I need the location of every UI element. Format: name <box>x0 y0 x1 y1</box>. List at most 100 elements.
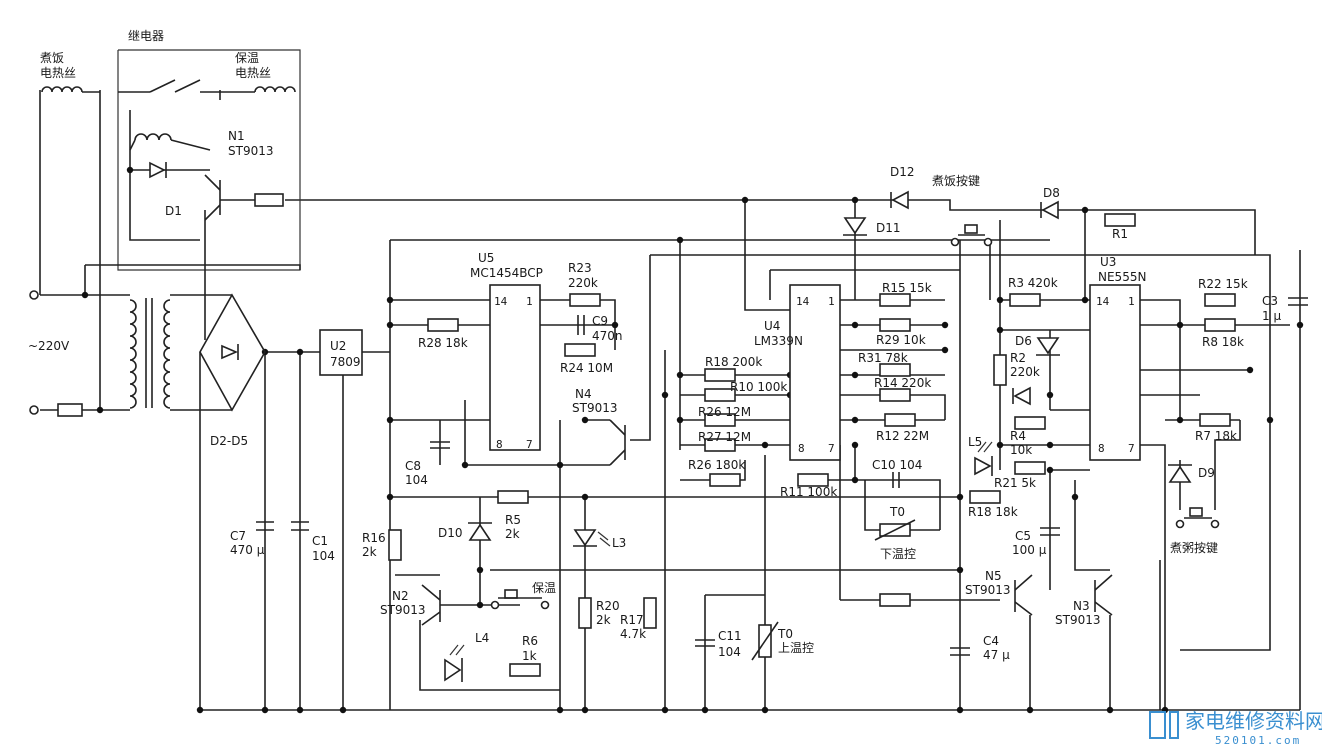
resistor-r24 <box>564 343 596 357</box>
label-c5-2: 100 μ <box>1012 543 1047 557</box>
label-t0-low-2: 下温控 <box>880 547 916 561</box>
label-r3: R3 420k <box>1008 276 1058 290</box>
label-r23-2: 220k <box>568 276 598 290</box>
diode-d12 <box>890 190 909 210</box>
u3-pin-14: 14 <box>1096 295 1110 308</box>
label-c11-2: 104 <box>718 645 741 659</box>
led-l3 <box>573 529 611 547</box>
ic-u4 <box>789 284 841 461</box>
label-r31: R31 78k <box>858 351 908 365</box>
transistor-n1 <box>204 174 255 221</box>
label-r15: R15 15k <box>882 281 932 295</box>
label-r17-2: 4.7k <box>620 627 646 641</box>
capacitor-c9 <box>577 315 585 335</box>
transistor-n3 <box>1094 574 1113 616</box>
label-u5-1: U5 <box>478 251 494 265</box>
label-t0-low-1: T0 <box>889 505 905 519</box>
label-c11-1: C11 <box>718 629 742 643</box>
label-r11: R11 100k <box>780 485 837 499</box>
capacitor-c8 <box>430 441 450 449</box>
label-cook-key: 煮饭按键 <box>932 174 980 188</box>
watermark-url: 520101.com <box>1215 734 1301 747</box>
label-c8-1: C8 <box>405 459 421 473</box>
label-r4-2: 10k <box>1010 443 1032 457</box>
diode-d8 <box>1040 200 1059 220</box>
label-r4-1: R4 <box>1010 429 1026 443</box>
label-l3: L3 <box>612 536 626 550</box>
label-d9: D9 <box>1198 466 1215 480</box>
label-c5-1: C5 <box>1015 529 1031 543</box>
junctions <box>81 166 1304 714</box>
label-r14: R14 220k <box>874 376 931 390</box>
label-n1-1: N1 <box>228 129 245 143</box>
resistor-r17 <box>643 597 657 629</box>
label-n5-2: ST9013 <box>965 583 1011 597</box>
label-d10: D10 <box>438 526 463 540</box>
transformer <box>129 298 171 409</box>
label-r23-1: R23 <box>568 261 592 275</box>
resistor-r22 <box>1204 293 1236 307</box>
label-r6-1: R6 <box>522 634 538 648</box>
labels: 继电器 煮饭 电热丝 保温 电热丝 N1 ST9013 D1 ~220V D2-… <box>28 29 1281 663</box>
resistor-r31 <box>879 363 911 377</box>
label-u4-1: U4 <box>764 319 780 333</box>
diode-d6 <box>1036 337 1060 356</box>
heater-warm <box>225 86 296 93</box>
label-t0-high-2: 上温控 <box>778 641 814 655</box>
label-c1-1: C1 <box>312 534 328 548</box>
resistor-r6 <box>509 663 541 677</box>
label-n1-2: ST9013 <box>228 144 274 158</box>
u5-pin-1: 1 <box>526 295 533 308</box>
resistor-r20 <box>578 597 592 629</box>
porridge-key-switch <box>1175 507 1220 529</box>
label-u4-2: LM339N <box>754 334 803 348</box>
u3-pin-8: 8 <box>1098 442 1105 455</box>
label-r10: R10 100k <box>730 380 787 394</box>
label-c4-1: C4 <box>983 634 999 648</box>
label-porridge-key: 煮粥按键 <box>1170 541 1218 555</box>
label-r26b: R26 180k <box>688 458 745 472</box>
label-relay: 继电器 <box>128 29 164 43</box>
cook-key-switch <box>950 224 993 247</box>
label-r16-2: 2k <box>362 545 377 559</box>
label-d12: D12 <box>890 165 915 179</box>
relay-coil <box>129 133 211 151</box>
label-c7-2: 470 μ <box>230 543 265 557</box>
label-warm-heater-1: 保温 <box>235 51 259 65</box>
resistor-r29 <box>879 318 911 332</box>
transistor-n5 <box>1014 574 1033 616</box>
label-c8-2: 104 <box>405 473 428 487</box>
resistor-r3 <box>1009 293 1041 307</box>
label-r22: R22 15k <box>1198 277 1248 291</box>
label-r8: R8 18k <box>1202 335 1244 349</box>
resistor-r5 <box>497 490 529 504</box>
label-c4-2: 47 μ <box>983 648 1010 662</box>
resistor-r11 <box>797 473 829 487</box>
u4-pin-8: 8 <box>798 442 805 455</box>
label-r2-1: R2 <box>1010 351 1026 365</box>
label-n4-1: N4 <box>575 387 592 401</box>
resistor-n1-base <box>254 193 284 207</box>
label-r17-1: R17 <box>620 613 644 627</box>
led-l4 <box>444 644 465 682</box>
resistor-r15 <box>879 293 911 307</box>
diode-d11 <box>843 217 867 236</box>
label-ac: ~220V <box>28 339 70 353</box>
label-u3-1: U3 <box>1100 255 1116 269</box>
label-cook-heater-2: 电热丝 <box>40 66 76 80</box>
transistor-n2 <box>421 584 441 626</box>
ic-u3 <box>1089 284 1141 461</box>
diode-d10 <box>468 522 492 541</box>
resistor-r18a <box>704 368 736 382</box>
u5-pin-8: 8 <box>496 438 503 451</box>
label-r29: R29 10k <box>876 333 926 347</box>
resistor-r12 <box>884 413 916 427</box>
fuse <box>57 403 83 417</box>
label-n5-1: N5 <box>985 569 1002 583</box>
thermistor-t0-low <box>874 519 916 541</box>
label-u2-2: 7809 <box>330 355 361 369</box>
label-warm-key: 保温 <box>532 581 556 595</box>
label-r20-1: R20 <box>596 599 620 613</box>
u3-pin-7: 7 <box>1128 442 1135 455</box>
label-r16-1: R16 <box>362 531 386 545</box>
